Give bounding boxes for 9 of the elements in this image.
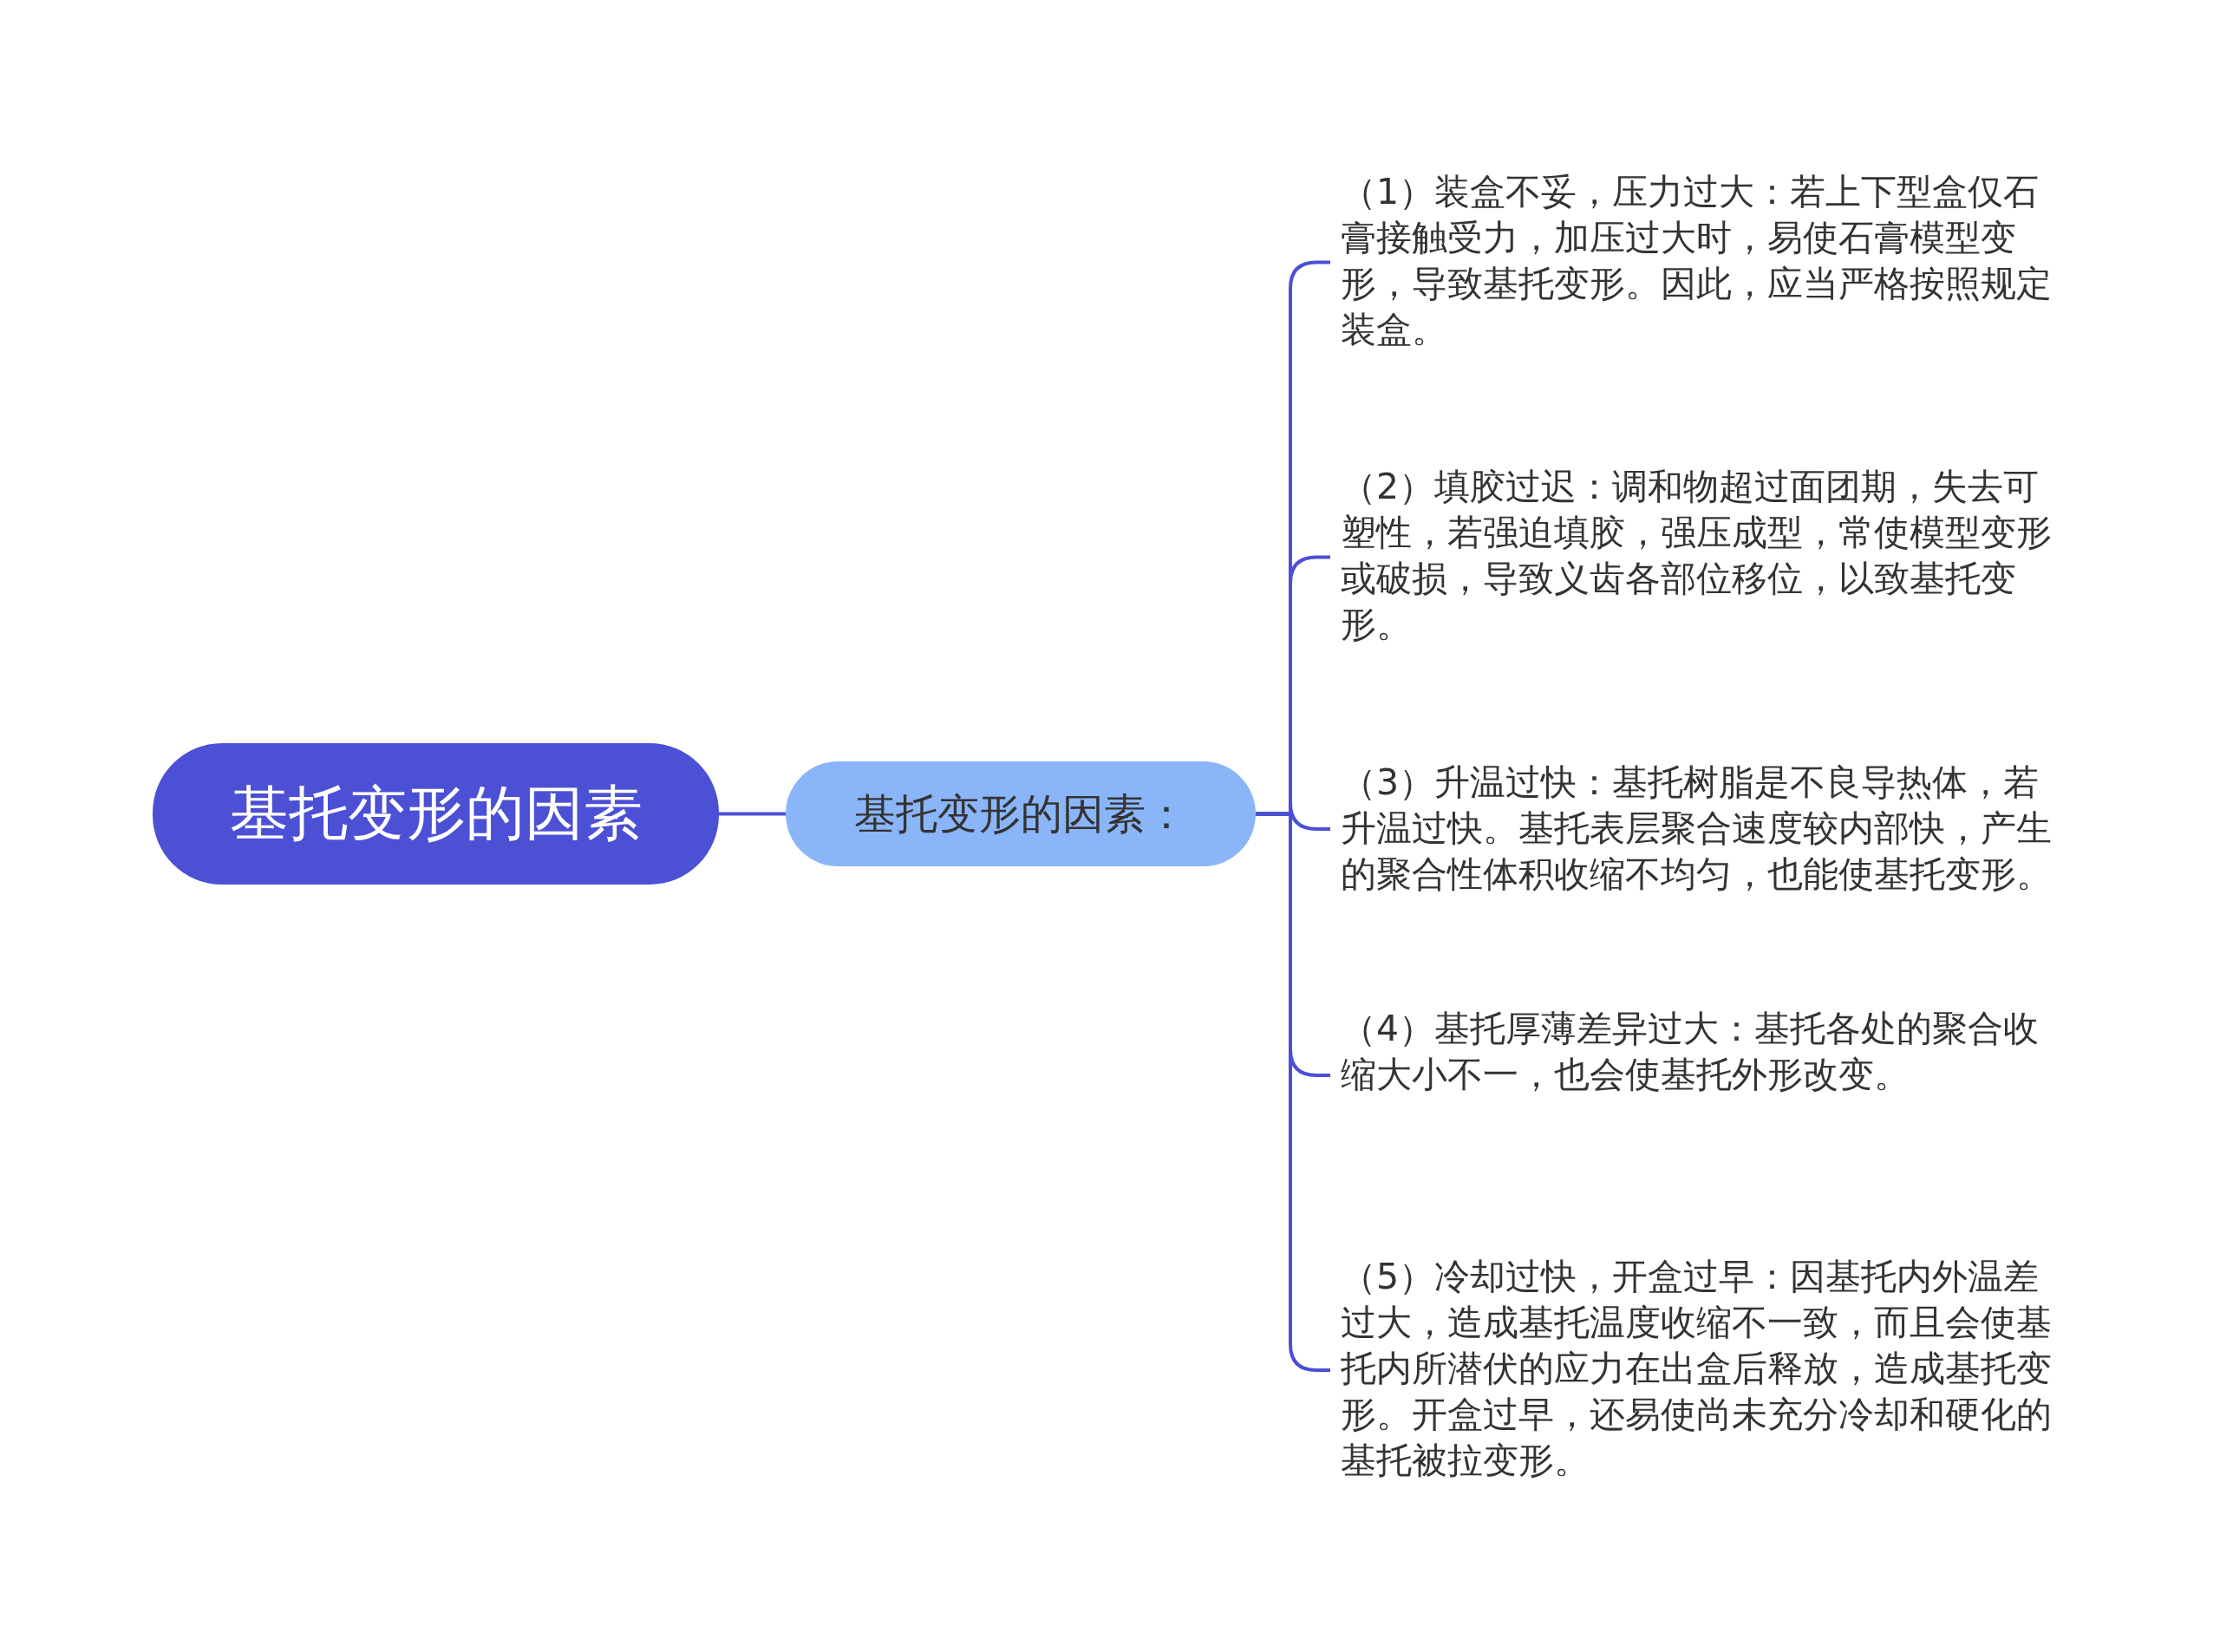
topic-box: 基托变形的因素 — [153, 743, 719, 885]
branch-text: （4）基托厚薄差异过大：基托各处的聚合收缩大小不一，也会使基托外形改变。 — [1341, 1007, 2040, 1097]
connector-line — [719, 812, 786, 816]
branch-text: （5）冷却过快，开盒过早：因基托内外温差过大，造成基托温度收缩不一致，而且会使基托内所潜伏的应力在出盒后释放，造成基托变形。开盒过早，还易使尚未充分冷却和硬化的基托被拉变形。 — [1341, 1255, 2053, 1483]
branch-text: （2）填胶过迟：调和物超过面团期，失去可塑性，若强迫填胶，强压成型，常使模型变形或破损，导致义齿各部位移位，以致基托变形。 — [1341, 465, 2053, 647]
branch-text: （3）升温过快：基托树脂是不良导热体，若升温过快。基托表层聚合速度较内部快，产生的聚合性体积收缩不均匀，也能使基托变形。 — [1341, 761, 2053, 897]
subtopic-box: 基托变形的因素： — [786, 761, 1256, 866]
connector-line — [1256, 812, 1330, 1372]
branch-text: （1）装盒不妥，压力过大：若上下型盒仅石膏接触受力，加压过大时，易使石膏模型变形，导致基托变形。因此，应当严格按照规定装盒。 — [1341, 170, 2053, 352]
